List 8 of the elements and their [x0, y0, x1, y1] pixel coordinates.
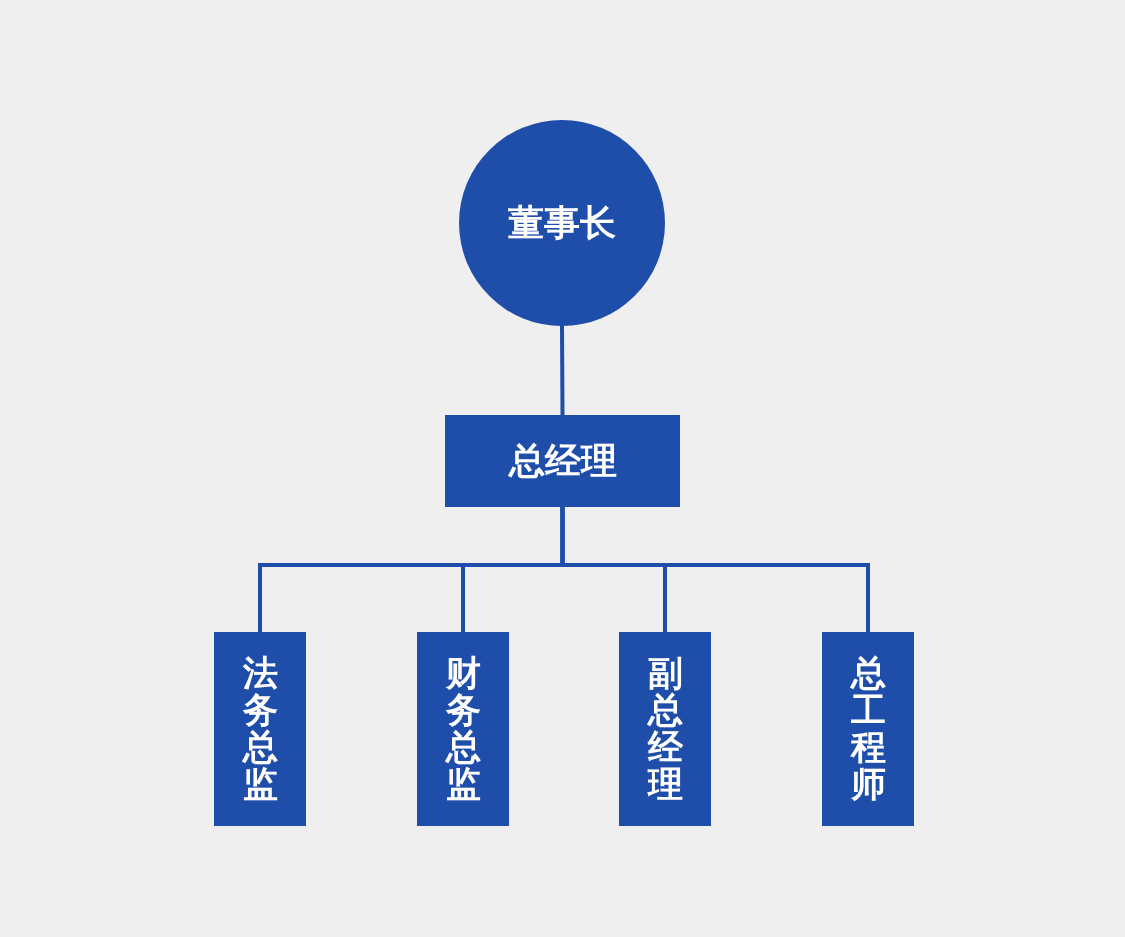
- connector-line: [560, 507, 870, 632]
- role-box: 法务总监: [214, 632, 306, 826]
- role-box: 副总经理: [619, 632, 711, 826]
- connector-line: [560, 326, 565, 415]
- role-circle: 董事长: [459, 120, 665, 326]
- role-box: 财务总监: [417, 632, 509, 826]
- role-box: 总经理: [445, 415, 680, 507]
- role-box: 总工程师: [822, 632, 914, 826]
